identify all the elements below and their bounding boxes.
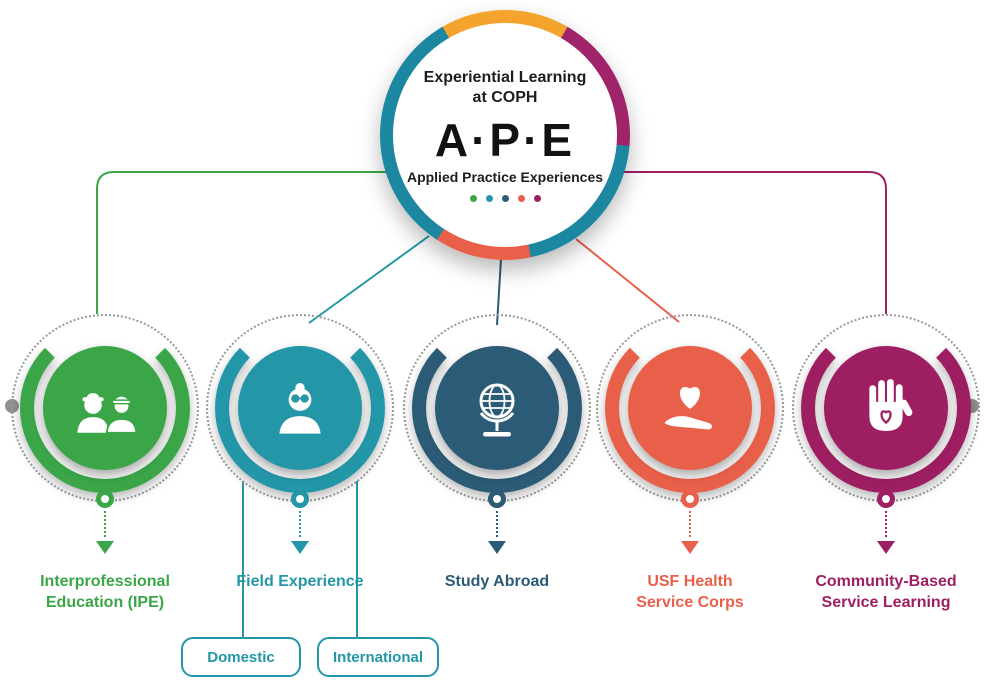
- label-field-experience: Field Experience: [190, 572, 410, 593]
- dot-green-icon: [469, 195, 477, 202]
- circle-ipe: [43, 346, 167, 470]
- arrow-down-icon: [96, 541, 114, 554]
- center-content: Experiential Learning at COPH A·P·E Appl…: [393, 23, 617, 247]
- dot-magenta-icon: [533, 195, 541, 202]
- central-node: Experiential Learning at COPH A·P·E Appl…: [380, 10, 630, 260]
- label-ipe: Interprofessional Education (IPE): [0, 572, 215, 614]
- label-line: Service Learning: [821, 593, 951, 611]
- arrow-down-icon: [681, 541, 699, 554]
- stem-dot: [681, 490, 699, 508]
- dot-teal-icon: [485, 195, 493, 202]
- stem-line: [885, 511, 887, 537]
- stem-line: [496, 511, 498, 537]
- node-ipe: [10, 313, 200, 503]
- domestic-label: Domestic: [207, 648, 275, 666]
- dot-coral-icon: [517, 195, 525, 202]
- center-dots: [469, 195, 541, 202]
- label-community: Community-Based Service Learning: [776, 572, 996, 614]
- node-study-abroad: [402, 313, 592, 503]
- circle-community: [824, 346, 948, 470]
- stem-line: [299, 511, 301, 537]
- label-line: Service Corps: [636, 593, 744, 611]
- arrow-down-icon: [877, 541, 895, 554]
- domestic-box: Domestic: [181, 637, 301, 677]
- globe-icon: [479, 383, 515, 437]
- label-line: Interprofessional: [40, 573, 170, 590]
- connector-community: [624, 171, 887, 314]
- label-line: Education (IPE): [45, 593, 165, 611]
- label-line: USF Health: [647, 573, 733, 590]
- center-acronym: A·P·E: [434, 114, 576, 166]
- circle-usf-health: [628, 346, 752, 470]
- label-usf-health: USF Health Service Corps: [580, 572, 800, 614]
- heart-in-hand-icon: [664, 387, 712, 430]
- circle-field-experience: [238, 346, 362, 470]
- connector-ipe: [96, 171, 386, 314]
- label-study-abroad: Study Abroad: [387, 572, 607, 593]
- stem-dot: [96, 490, 114, 508]
- woman-glasses-icon: [279, 383, 321, 434]
- stem-dot: [291, 490, 309, 508]
- stem-line: [104, 511, 106, 537]
- stem-line: [689, 511, 691, 537]
- node-usf-health: [595, 313, 785, 503]
- arrow-down-icon: [488, 541, 506, 554]
- hand-with-heart-icon: [869, 378, 913, 431]
- stem-dot: [488, 490, 506, 508]
- workers-icon: [77, 393, 138, 433]
- international-label: International: [332, 648, 423, 666]
- label-line: Study Abroad: [444, 573, 550, 590]
- center-subtitle: Applied Practice Experiences: [406, 169, 604, 185]
- stem-dot: [877, 490, 895, 508]
- label-line: Community-Based: [815, 573, 957, 590]
- arrow-down-icon: [291, 541, 309, 554]
- node-field-experience: [205, 313, 395, 503]
- label-line: Field Experience: [236, 573, 364, 590]
- international-box: International: [317, 637, 439, 677]
- circle-study-abroad: [435, 346, 559, 470]
- center-title-line1: Experiential Learning: [423, 69, 587, 86]
- dot-navy-icon: [501, 195, 509, 202]
- center-title-line2: at COPH: [472, 89, 538, 106]
- node-community: [791, 313, 981, 503]
